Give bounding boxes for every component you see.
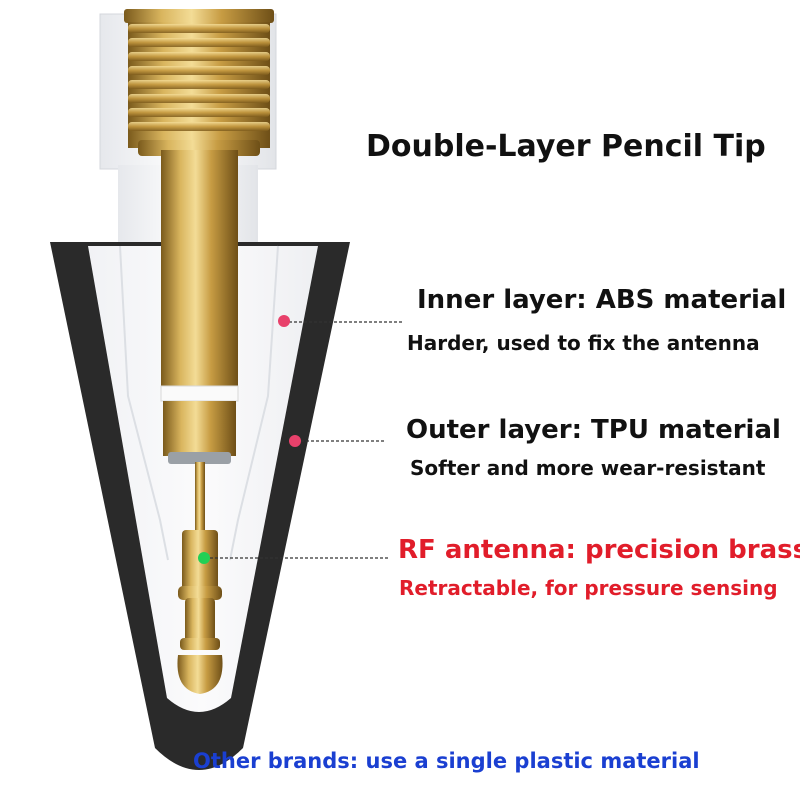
rf-antenna-marker bbox=[198, 552, 210, 564]
rf-antenna-pin bbox=[177, 530, 223, 694]
antenna-wire bbox=[195, 462, 205, 532]
diagram-title: Double-Layer Pencil Tip bbox=[366, 129, 766, 164]
brass-cap-top bbox=[124, 9, 274, 23]
inner-layer-heading: Inner layer: ABS material bbox=[417, 285, 787, 315]
inner-cavity-outline bbox=[119, 245, 279, 561]
brass-lower-shaft bbox=[163, 401, 236, 456]
outer-layer-marker bbox=[289, 435, 301, 447]
brass-thread bbox=[128, 22, 270, 148]
footer-note: Other brands: use a single plastic mater… bbox=[193, 749, 700, 773]
outer-layer-heading: Outer layer: TPU material bbox=[406, 415, 781, 445]
inner-layer-description: Harder, used to fix the antenna bbox=[407, 331, 760, 355]
brass-shaft-bottom bbox=[168, 452, 231, 464]
rf-antenna-description: Retractable, for pressure sensing bbox=[399, 576, 778, 600]
rf-antenna-heading: RF antenna: precision brass bbox=[398, 535, 800, 565]
white-ring bbox=[160, 385, 239, 402]
inner-layer-marker bbox=[278, 315, 290, 327]
outer-layer-description: Softer and more wear-resistant bbox=[410, 456, 766, 480]
brass-shaft bbox=[161, 150, 238, 388]
